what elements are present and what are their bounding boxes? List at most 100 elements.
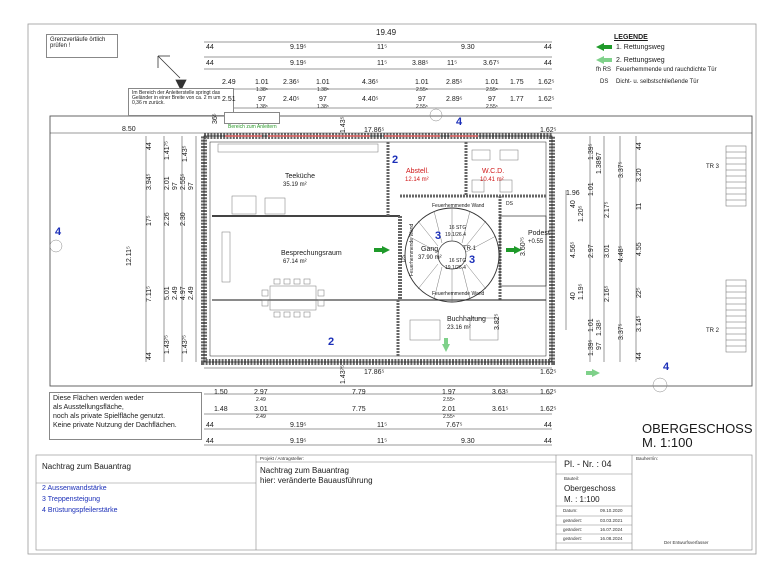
dim-left-mid-3: 1.43⁷⁵: [164, 334, 171, 354]
room-gang-name: Gang: [421, 246, 439, 253]
dim-top-r2-2: 11⁵: [377, 60, 388, 67]
tr3-label: TR 3: [706, 164, 720, 170]
dim-right-c3-1: 4.48⁵: [618, 245, 625, 262]
dim-top-r3-2: 2.36⁵: [283, 79, 300, 86]
tb-left-item-1: 2 Aussenwandstärke: [42, 485, 107, 492]
tb-date-label-2: geändert:: [563, 527, 583, 532]
dim-bottom-r1-4: 3.63⁵: [492, 389, 509, 396]
dim-left-mid-0: 3.94⁵: [146, 173, 153, 190]
dim-right-c1-0: 1.39⁵: [588, 143, 595, 160]
dim-right-c2-3: 97: [596, 342, 603, 350]
sheet-title-line-1: OBERGESCHOSS: [642, 421, 753, 436]
dim-top-r4-3: 97: [319, 96, 327, 103]
dim-top-r4-4: 4.40⁵: [362, 96, 379, 103]
marker-2-bottom: 2: [328, 336, 335, 348]
dim-bottom-above-1: 17.86⁵: [364, 369, 385, 376]
dim-left-small-2: 97: [188, 182, 195, 190]
dim-top-r5-3: 17.86⁵: [364, 127, 385, 134]
tb-applicant-label: Projekt / Antragsteller:: [260, 456, 305, 461]
dim-left-inner-1: 2.26: [164, 212, 171, 226]
dim-podest-0: 40: [570, 200, 577, 208]
tb-date-value-2: 16.07.2024: [600, 527, 623, 532]
dim-podest-4: 40: [570, 292, 577, 300]
dim-top-r4-0: 2.51: [222, 96, 236, 103]
stair-down-steps: 16 STG: [449, 258, 467, 264]
dim-bottom-r4-3: 9.30: [461, 438, 475, 445]
dim-left-inner-3: 5.01: [164, 286, 171, 300]
dim-bottom-r2-0: 1.48: [214, 406, 228, 413]
dim-bottom-r1b-1: 2.55⁵: [443, 397, 455, 403]
dim-bottom-r2b-0: 2.49: [256, 414, 266, 420]
dim-bottom-r2-1: 3.01: [254, 406, 268, 413]
tb-date-label-3: geändert:: [563, 536, 583, 541]
ladder-area-note: Bereich zum Anleitern: [224, 112, 280, 130]
room-teekueche-area: 35.19 m²: [283, 182, 307, 188]
ds-label: DS: [506, 201, 513, 207]
room-buchhaltung-name: Buchhaltung: [447, 316, 486, 323]
tb-date-label-0: Datum:: [563, 508, 578, 513]
room-abstell-name: Abstell.: [406, 168, 429, 175]
dim-top-r3-9: 1.62⁵: [538, 79, 555, 86]
dim-bottom-r1-2: 7.79: [352, 389, 366, 396]
dim-right-c4-4: 22⁵: [636, 287, 643, 298]
tb-project-line-2: hier: veränderte Bauausführung: [260, 476, 373, 485]
dim-left-inner-4: 2.49: [172, 286, 179, 300]
roof-usage-note: Diese Flächen werden weder als Ausstellu…: [49, 392, 202, 440]
legend-item-escape-2: 2. Rettungsweg: [616, 57, 665, 64]
dim-top-r5-2: 1.43⁵: [340, 116, 347, 133]
dim-top-r4-2: 2.40⁵: [283, 96, 300, 103]
dim-right-c4-1: 3.20: [636, 168, 643, 182]
stair-up-ratio: 19.1/26.4: [445, 232, 466, 238]
dim-top-r2-3: 3.88⁵: [412, 60, 429, 67]
dim-left-inner-6: 1.43⁵: [182, 145, 189, 162]
dim-right-c4-6: 44: [636, 352, 643, 360]
dim-top-r4b-0: 1.38⁵: [256, 104, 268, 110]
dim-top-r3-3: 1.01: [316, 79, 330, 86]
tb-date-value-3: 16.08.2024: [600, 536, 623, 541]
ds-label-2: DS: [401, 255, 407, 262]
dim-bottom-r2-3: 2.01: [442, 406, 456, 413]
tb-date-value-1: 03.03.2021: [600, 518, 623, 523]
dim-top-r4-6: 2.89⁵: [446, 96, 463, 103]
dim-right-c3-2: 3.37⁵: [618, 323, 625, 340]
dim-right-c1-3: 2.97: [588, 244, 595, 258]
dim-top-r3-7: 1.01: [485, 79, 499, 86]
dim-bottom-r1-5: 1.62⁵: [540, 389, 557, 396]
dim-top-r5-4: 1.62⁵: [540, 127, 557, 134]
dim-left-mid-1: 17⁵: [146, 215, 153, 226]
room-abstell-area: 12.14 m²: [405, 177, 429, 183]
dim-top-r1-3: 9.30: [461, 44, 475, 51]
dim-top-r5-1: 8.50: [122, 126, 136, 133]
dim-bottom-above-0: 1.43⁷⁵: [340, 364, 347, 384]
border-check-text: Grenzverläufe örtlich prüfen !: [50, 37, 106, 49]
legend-symbol-rs: fh RS: [596, 67, 612, 73]
marker-3-upper: 3: [435, 230, 442, 242]
dim-top-r4b-1: 1.38⁵: [317, 104, 329, 110]
dim-top-r3b-1: 1.38⁵: [317, 87, 329, 93]
dim-podest-6: 3.82⁵: [494, 313, 501, 330]
room-gang-area: 37.90 m²: [418, 255, 442, 261]
dim-top-r4b-3: 2.55⁵: [486, 104, 498, 110]
dim-top-r2-5: 3.67⁵: [483, 60, 500, 67]
roof-usage-line-4: Keine private Nutzung der Dachflächen.: [53, 422, 177, 429]
dim-right-c4-3: 4.55: [636, 242, 643, 256]
roof-usage-line-2: als Ausstellungsfläche,: [53, 404, 124, 411]
dim-top-r4-9: 1.62⁵: [538, 96, 555, 103]
dim-top-r3-6: 2.85⁵: [446, 79, 463, 86]
tb-bauteil-line-2: M. : 1:100: [564, 495, 600, 504]
room-wc-name: W.C.D.: [482, 168, 505, 175]
room-teekueche-name: Teeküche: [285, 173, 315, 180]
railing-note: Im Bereich der Anleiterstelle springt da…: [128, 88, 234, 116]
dim-left-outer-2: 44: [146, 352, 153, 360]
legend-title: LEGENDE: [614, 34, 648, 41]
dim-right-c4-2: 11: [636, 202, 643, 210]
marker-4-top: 4: [456, 116, 463, 128]
tb-bauteil-line-1: Obergeschoss: [564, 484, 616, 493]
fire-wall-top: Feuerhemmende Wand: [432, 203, 485, 209]
dim-top-r1-2: 11⁵: [377, 44, 388, 51]
dim-bottom-r1-0: 1.50: [214, 389, 228, 396]
dim-top-r4-5: 97: [418, 96, 426, 103]
railing-text: Im Bereich der Anleiterstelle springt da…: [132, 90, 221, 106]
